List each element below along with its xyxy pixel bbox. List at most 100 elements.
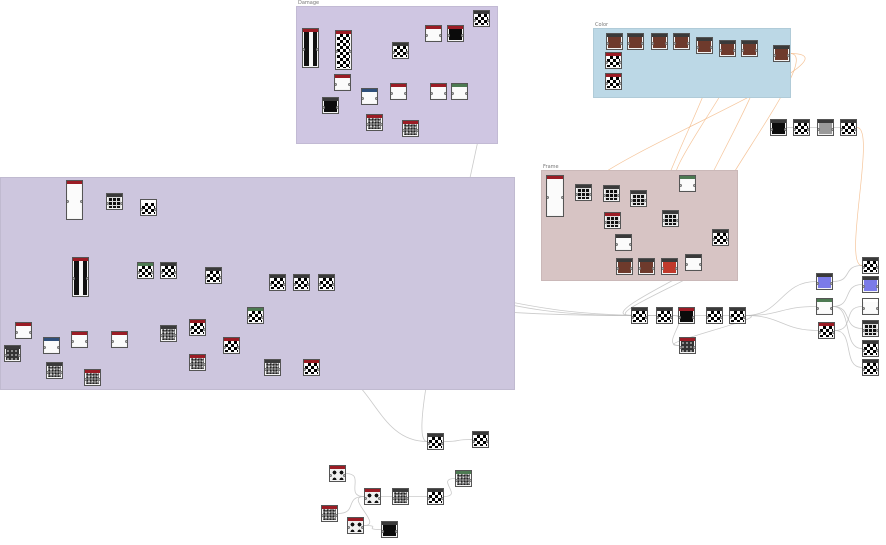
input-pin[interactable] xyxy=(662,266,664,270)
graph-node[interactable] xyxy=(72,257,89,297)
input-pin[interactable] xyxy=(863,348,865,352)
graph-node[interactable] xyxy=(390,83,407,100)
output-pin[interactable] xyxy=(380,122,382,126)
connection-wire[interactable] xyxy=(855,127,864,266)
input-pin[interactable] xyxy=(294,282,296,286)
input-pin[interactable] xyxy=(730,315,732,319)
graph-node[interactable] xyxy=(862,359,879,376)
input-pin[interactable] xyxy=(817,281,819,285)
graph-node[interactable] xyxy=(631,307,648,324)
input-pin[interactable] xyxy=(617,266,619,270)
input-pin[interactable] xyxy=(107,201,109,205)
graph-node[interactable] xyxy=(447,25,464,42)
output-pin[interactable] xyxy=(151,270,153,274)
graph-node[interactable] xyxy=(137,262,154,279)
connection-wire[interactable] xyxy=(832,306,863,349)
input-pin[interactable] xyxy=(604,193,606,197)
output-pin[interactable] xyxy=(784,127,786,131)
input-pin[interactable] xyxy=(391,91,393,95)
graph-node[interactable] xyxy=(615,234,632,251)
input-pin[interactable] xyxy=(680,345,682,349)
output-pin[interactable] xyxy=(699,262,701,266)
input-pin[interactable] xyxy=(322,513,324,517)
output-pin[interactable] xyxy=(743,315,745,319)
input-pin[interactable] xyxy=(190,327,192,331)
output-pin[interactable] xyxy=(830,306,832,310)
input-pin[interactable] xyxy=(686,262,688,266)
connection-wire[interactable] xyxy=(672,315,680,346)
graph-node[interactable] xyxy=(381,521,398,538)
graph-node[interactable] xyxy=(189,354,206,371)
graph-node[interactable] xyxy=(223,337,240,354)
output-pin[interactable] xyxy=(726,237,728,241)
output-pin[interactable] xyxy=(755,48,757,52)
graph-node[interactable] xyxy=(606,33,623,50)
graph-node[interactable] xyxy=(205,267,222,284)
input-pin[interactable] xyxy=(348,525,350,529)
input-pin[interactable] xyxy=(863,367,865,371)
graph-node[interactable] xyxy=(189,319,206,336)
output-pin[interactable] xyxy=(629,242,631,246)
input-pin[interactable] xyxy=(190,362,192,366)
output-pin[interactable] xyxy=(854,127,856,131)
input-pin[interactable] xyxy=(141,207,143,211)
output-pin[interactable] xyxy=(86,277,88,280)
graph-node[interactable] xyxy=(862,320,879,337)
input-pin[interactable] xyxy=(393,50,395,54)
graph-node[interactable] xyxy=(862,298,879,315)
graph-node[interactable] xyxy=(770,119,787,136)
graph-node[interactable] xyxy=(427,433,444,450)
graph-node[interactable] xyxy=(679,175,696,192)
output-pin[interactable] xyxy=(876,328,878,332)
output-pin[interactable] xyxy=(876,348,878,352)
graph-node[interactable] xyxy=(427,488,444,505)
graph-node[interactable] xyxy=(392,488,409,505)
graph-node[interactable] xyxy=(84,369,101,386)
graph-node[interactable] xyxy=(15,322,32,339)
graph-node[interactable] xyxy=(862,276,879,293)
output-pin[interactable] xyxy=(125,339,127,343)
input-pin[interactable] xyxy=(863,328,865,332)
graph-node[interactable] xyxy=(451,83,468,100)
input-pin[interactable] xyxy=(304,367,306,371)
output-pin[interactable] xyxy=(645,315,647,319)
output-pin[interactable] xyxy=(832,330,834,334)
graph-node[interactable] xyxy=(656,307,673,324)
graph-node[interactable] xyxy=(303,359,320,376)
graph-node[interactable] xyxy=(425,25,442,42)
graph-node[interactable] xyxy=(696,37,713,54)
connection-wire[interactable] xyxy=(834,306,863,331)
output-pin[interactable] xyxy=(416,128,418,132)
graph-node[interactable] xyxy=(662,210,679,227)
input-pin[interactable] xyxy=(818,127,820,131)
input-pin[interactable] xyxy=(303,48,305,51)
graph-node[interactable] xyxy=(638,258,655,275)
output-pin[interactable] xyxy=(29,330,31,334)
graph-node[interactable] xyxy=(364,488,381,505)
input-pin[interactable] xyxy=(67,200,69,203)
output-pin[interactable] xyxy=(876,367,878,371)
output-pin[interactable] xyxy=(720,315,722,319)
graph-node[interactable] xyxy=(473,10,490,27)
output-pin[interactable] xyxy=(237,345,239,349)
graph-node[interactable] xyxy=(712,229,729,246)
output-pin[interactable] xyxy=(469,478,471,482)
output-pin[interactable] xyxy=(692,315,694,319)
output-pin[interactable] xyxy=(693,183,695,187)
input-pin[interactable] xyxy=(819,330,821,334)
output-pin[interactable] xyxy=(261,315,263,319)
input-pin[interactable] xyxy=(473,439,475,443)
input-pin[interactable] xyxy=(330,473,332,477)
graph-node[interactable] xyxy=(247,307,264,324)
graph-node[interactable] xyxy=(651,33,668,50)
output-pin[interactable] xyxy=(154,207,156,211)
output-pin[interactable] xyxy=(439,33,441,37)
connection-wire[interactable] xyxy=(363,525,382,530)
input-pin[interactable] xyxy=(841,127,843,131)
input-pin[interactable] xyxy=(632,315,634,319)
output-pin[interactable] xyxy=(831,127,833,131)
input-pin[interactable] xyxy=(206,275,208,279)
connection-wire[interactable] xyxy=(745,306,817,316)
input-pin[interactable] xyxy=(270,282,272,286)
graph-node[interactable] xyxy=(347,517,364,534)
